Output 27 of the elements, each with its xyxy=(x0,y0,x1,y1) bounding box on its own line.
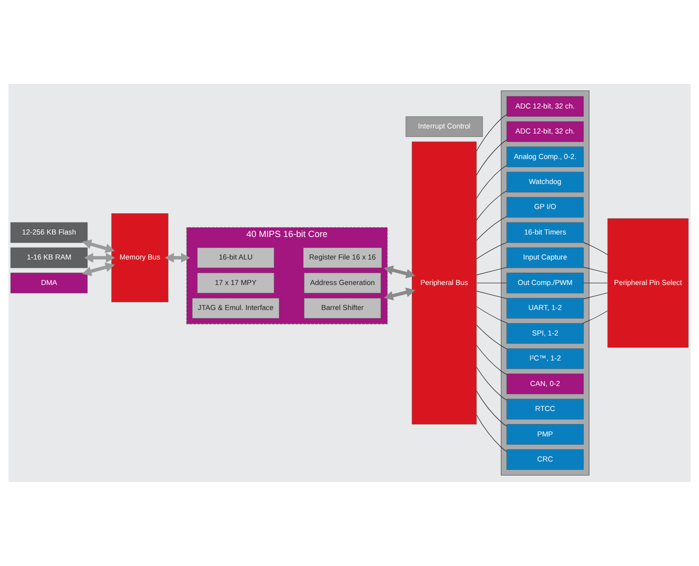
connector xyxy=(476,267,507,276)
connector xyxy=(476,306,508,324)
connector xyxy=(476,324,507,350)
connector xyxy=(476,414,507,452)
connector xyxy=(476,216,507,241)
arrow xyxy=(82,262,115,276)
connector xyxy=(583,282,608,284)
connector xyxy=(583,266,608,274)
connector xyxy=(476,165,507,198)
connector xyxy=(476,190,507,220)
connector xyxy=(476,140,507,176)
connector xyxy=(476,242,507,260)
connector xyxy=(476,366,507,400)
cluster xyxy=(500,90,590,476)
arrow xyxy=(384,288,416,300)
connector xyxy=(476,114,507,152)
arrow xyxy=(164,252,190,263)
arrow xyxy=(84,252,116,263)
connector xyxy=(583,292,608,300)
arrow xyxy=(384,266,416,278)
connector xyxy=(476,290,507,299)
connector xyxy=(583,242,608,255)
connector xyxy=(476,390,507,426)
arrow xyxy=(82,240,115,254)
connector xyxy=(476,282,507,284)
connector xyxy=(582,310,608,324)
connector xyxy=(476,344,507,375)
